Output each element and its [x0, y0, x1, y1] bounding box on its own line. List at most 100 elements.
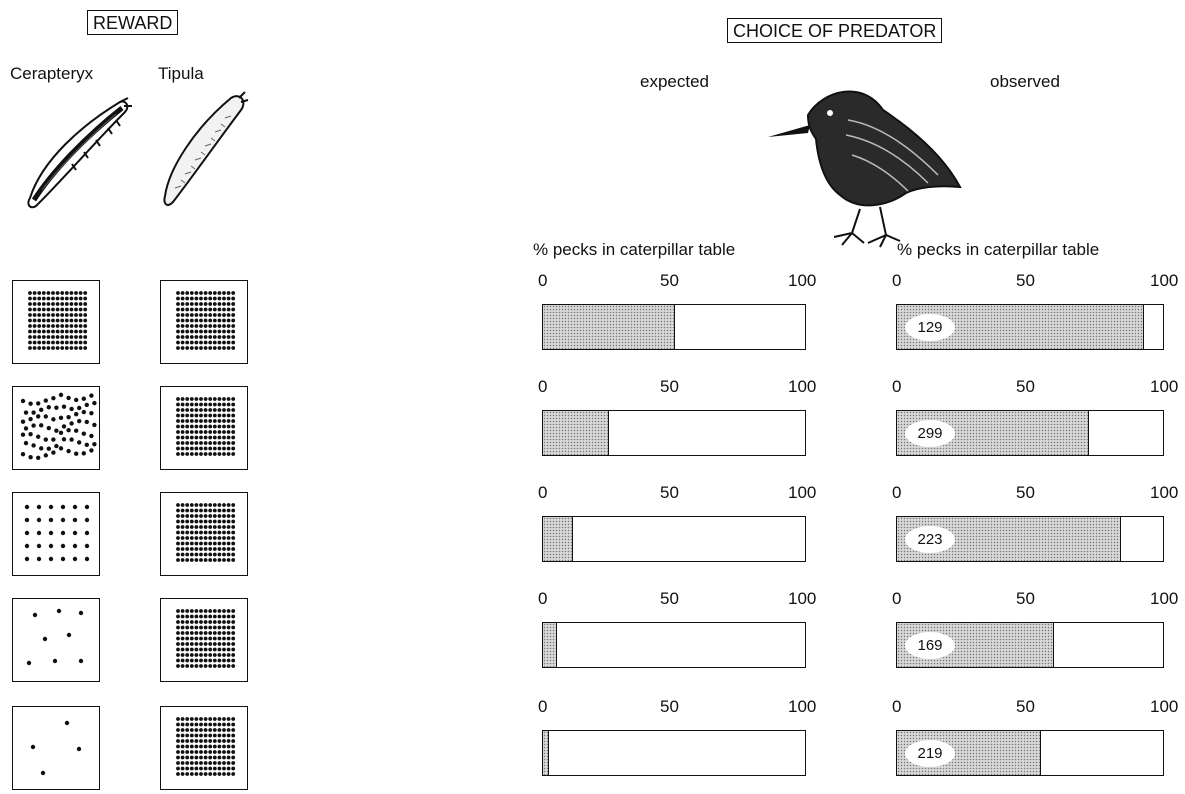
reward-dot — [185, 413, 190, 418]
reward-dot — [189, 296, 194, 301]
reward-dot — [226, 620, 231, 624]
reward-dot — [69, 302, 74, 306]
reward-dot — [203, 744, 208, 749]
reward-dot — [217, 614, 222, 619]
reward-dot — [74, 324, 78, 328]
reward-dot — [222, 307, 226, 312]
reward-dot — [176, 346, 180, 350]
reward-dot — [231, 728, 236, 732]
reward-dot — [176, 755, 180, 760]
reward-dot — [48, 530, 54, 536]
reward-dot — [217, 609, 222, 613]
reward-dot — [40, 770, 46, 776]
reward-dot — [231, 620, 236, 624]
reward-dot — [78, 296, 83, 301]
reward-dot — [226, 744, 231, 749]
reward-dot — [72, 530, 78, 536]
reward-dot — [46, 446, 51, 451]
reward-dot — [222, 631, 226, 635]
reward-dot — [194, 761, 199, 765]
observed-bar-4: 169 — [896, 622, 1164, 668]
reward-dot — [46, 307, 51, 312]
reward-dot — [189, 430, 194, 434]
reward-dot — [69, 335, 74, 339]
reward-dot — [208, 441, 213, 445]
reward-dot — [199, 636, 203, 641]
reward-dot — [84, 402, 90, 408]
reward-dot — [51, 329, 55, 334]
reward-dot — [189, 318, 194, 323]
reward-dot — [194, 739, 199, 743]
reward-dot — [217, 503, 222, 507]
reward-dot — [199, 609, 203, 613]
reward-dot — [185, 642, 190, 646]
reward-dot — [32, 329, 37, 334]
reward-dot — [60, 324, 65, 328]
reward-dot — [208, 435, 213, 440]
reward-dot — [222, 722, 226, 727]
reward-dot — [212, 733, 217, 738]
reward-dot — [189, 552, 194, 557]
reward-dot — [74, 313, 78, 317]
reward-dot — [222, 441, 226, 445]
reward-dot — [37, 318, 42, 323]
reward-dot — [54, 443, 59, 449]
reward-dot — [185, 424, 190, 429]
reward-dot — [51, 324, 55, 328]
reward-dot — [64, 335, 69, 339]
reward-dot — [194, 296, 199, 301]
reward-dot — [43, 398, 48, 403]
reward-dot — [185, 441, 190, 445]
reward-dot — [180, 519, 185, 524]
reward-dot — [32, 296, 37, 301]
reward-dot — [78, 610, 84, 616]
reward-dot — [222, 536, 226, 540]
reward-dot — [180, 614, 185, 619]
reward-dot — [176, 647, 180, 652]
observed-row-3-tick-0: 0 — [892, 483, 902, 502]
reward-dot — [203, 625, 208, 630]
reward-dot — [203, 647, 208, 652]
reward-dot — [55, 318, 60, 323]
reward-dot — [24, 543, 30, 549]
reward-dot — [32, 346, 37, 350]
reward-dot — [176, 658, 180, 663]
reward-dot — [217, 324, 222, 328]
reward-dot — [231, 413, 236, 418]
reward-dot — [189, 664, 194, 668]
reward-dot — [199, 541, 203, 546]
reward-dot — [212, 313, 217, 317]
reward-dot — [226, 318, 231, 323]
reward-dot — [199, 452, 203, 456]
reward-dot — [231, 636, 236, 641]
reward-dot — [231, 547, 236, 551]
reward-dot — [199, 318, 203, 323]
reward-dot — [180, 324, 185, 328]
reward-dot — [222, 424, 226, 429]
reward-dot — [180, 514, 185, 518]
reward-dot — [217, 631, 222, 635]
reward-dot — [217, 653, 222, 657]
reward-dot — [185, 340, 190, 345]
reward-dot — [78, 329, 83, 334]
reward-dot — [231, 397, 236, 401]
reward-dot — [208, 296, 213, 301]
reward-dot — [77, 440, 82, 445]
reward-dot — [231, 653, 236, 657]
reward-dot — [231, 664, 236, 668]
reward-dot — [231, 329, 236, 334]
reward-dot — [176, 722, 180, 727]
reward-dot — [28, 416, 33, 422]
reward-dot — [32, 324, 37, 328]
expected-row-3-tick-0: 0 — [538, 483, 548, 502]
reward-dot — [222, 558, 226, 562]
expected-row-5-tick-50: 50 — [660, 697, 679, 716]
reward-dot — [208, 647, 213, 652]
reward-dot — [185, 452, 190, 456]
reward-dot — [176, 291, 180, 295]
reward-dot — [203, 335, 208, 339]
reward-dot — [51, 313, 55, 317]
reward-dot — [231, 761, 236, 765]
reward-dot — [199, 642, 203, 646]
reward-dot — [208, 340, 213, 345]
